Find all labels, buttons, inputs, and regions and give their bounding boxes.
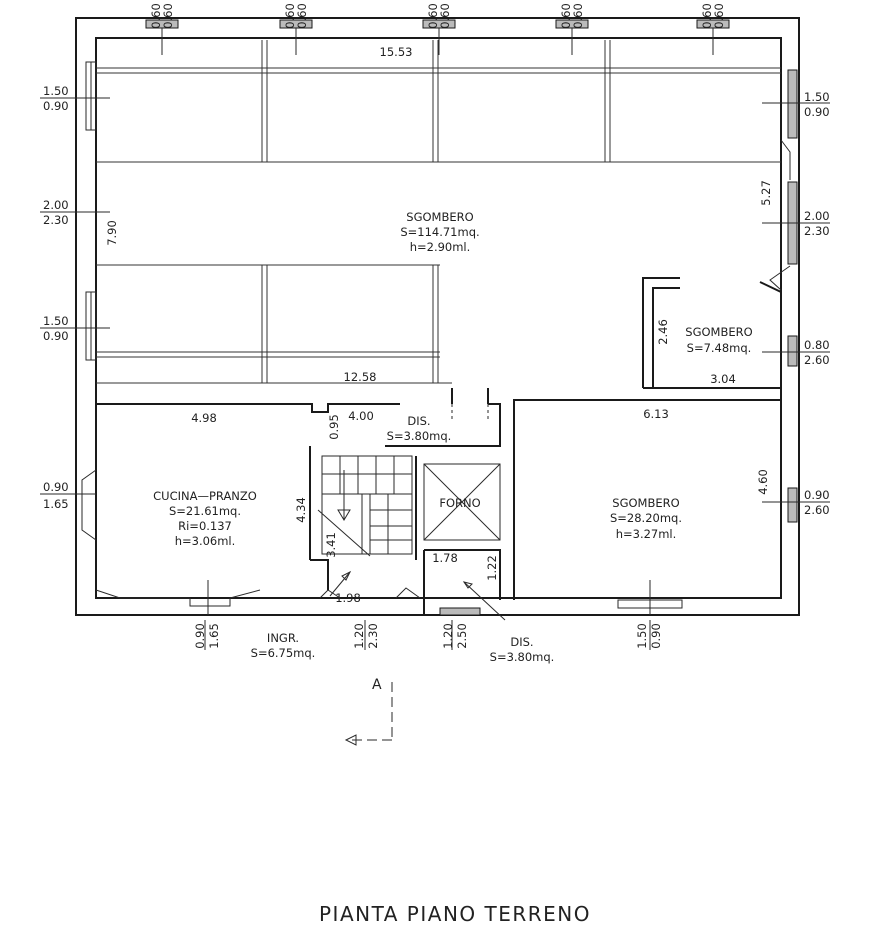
left-windows — [81, 61, 97, 541]
dim-stair-run: 3.41 — [324, 532, 338, 558]
dis-top-area: S=3.80mq. — [387, 429, 452, 443]
dim-dis-h: 0.95 — [327, 414, 341, 440]
win-top-3-a: 0.60 — [426, 3, 440, 29]
win-top-2-b: 0.60 — [295, 3, 309, 29]
dimension-lines — [40, 97, 830, 650]
win-top-1-a: 0.60 — [149, 3, 163, 29]
win-bottom-4-b: 0.90 — [649, 623, 663, 649]
win-left-1-b: 0.90 — [43, 99, 69, 113]
top-windows — [145, 19, 730, 55]
dis-bottom-area: S=3.80mq. — [490, 650, 555, 664]
sgombero-right-height: h=3.27ml. — [616, 527, 677, 541]
sgombero-large-name: SGOMBERO — [406, 210, 473, 224]
forno-name: FORNO — [439, 496, 480, 510]
dim-depth-left: 7.90 — [105, 220, 119, 246]
dim-dis-w: 4.00 — [348, 409, 374, 423]
dim-stair-h: 4.34 — [294, 497, 308, 523]
dim-right-w: 6.13 — [643, 407, 669, 421]
win-bottom-3-a: 1.20 — [441, 623, 455, 649]
sgombero-small-area: S=7.48mq. — [687, 341, 752, 355]
win-left-1-a: 1.50 — [43, 84, 69, 98]
cucina-height: h=3.06ml. — [175, 534, 236, 548]
beam-grid-top — [96, 40, 781, 163]
dim-dis2-h: 1.22 — [485, 555, 499, 581]
sgombero-right-name: SGOMBERO — [612, 496, 679, 510]
win-left-4-b: 1.65 — [43, 497, 69, 511]
win-bottom-4-a: 1.50 — [635, 623, 649, 649]
win-top-3-b: 0.60 — [438, 3, 452, 29]
win-right-2-b: 2.30 — [804, 224, 830, 238]
win-bottom-2-a: 1.20 — [352, 623, 366, 649]
cucina-area: S=21.61mq. — [169, 504, 241, 518]
cucina-window — [95, 580, 683, 616]
stairs — [317, 455, 413, 557]
sgombero-large-height: h=2.90ml. — [410, 240, 471, 254]
dim-small-room-w: 3.04 — [710, 372, 736, 386]
sgombero-small-name: SGOMBERO — [685, 325, 752, 339]
win-right-2-a: 2.00 — [804, 209, 830, 223]
dim-right-depth: 5.27 — [759, 180, 773, 206]
win-top-4-a: 0.60 — [559, 3, 573, 29]
dis-top-name: DIS. — [407, 414, 430, 428]
dim-mid-length: 12.58 — [344, 370, 377, 384]
win-right-4-a: 0.90 — [804, 488, 830, 502]
win-top-5-b: 0.60 — [712, 3, 726, 29]
cucina-name: CUCINA—PRANZO — [153, 489, 257, 503]
win-top-1-b: 0.60 — [161, 3, 175, 29]
win-left-4-a: 0.90 — [43, 480, 69, 494]
win-top-4-b: 0.60 — [571, 3, 585, 29]
cucina-ri: Ri=0.137 — [178, 519, 232, 533]
win-right-4-b: 2.60 — [804, 503, 830, 517]
beam-grid-middle — [96, 264, 452, 384]
sgombero-right-area: S=28.20mq. — [610, 511, 682, 525]
win-bottom-3-b: 2.50 — [455, 623, 469, 649]
section-marker — [344, 682, 393, 746]
right-windows — [769, 69, 798, 523]
plan-title: PIANTA PIANO TERRENO — [319, 902, 591, 926]
win-left-2-a: 2.00 — [43, 198, 69, 212]
win-left-3-a: 1.50 — [43, 314, 69, 328]
win-top-5-a: 0.60 — [700, 3, 714, 29]
win-left-2-b: 2.30 — [43, 213, 69, 227]
dim-top-length: 15.53 — [380, 45, 413, 59]
ingr-area: S=6.75mq. — [251, 646, 316, 660]
win-bottom-1-b: 1.65 — [207, 623, 221, 649]
dim-cucina-w: 4.98 — [191, 411, 217, 425]
dim-small-room-h: 2.46 — [656, 319, 670, 345]
door-marks — [329, 404, 506, 621]
win-right-1-a: 1.50 — [804, 90, 830, 104]
win-bottom-2-b: 2.30 — [366, 623, 380, 649]
small-room-walls — [642, 277, 782, 389]
forno-box — [423, 463, 501, 541]
win-top-2-a: 0.60 — [283, 3, 297, 29]
section-mark-label: A — [372, 677, 382, 693]
dim-ingr-w: 1.98 — [335, 591, 361, 605]
win-right-3-a: 0.80 — [804, 338, 830, 352]
ingr-name: INGR. — [267, 631, 299, 645]
sgombero-large-area: S=114.71mq. — [400, 225, 479, 239]
dim-forno-w: 1.78 — [432, 551, 458, 565]
win-right-3-b: 2.60 — [804, 353, 830, 367]
win-left-3-b: 0.90 — [43, 329, 69, 343]
lower-walls — [96, 388, 781, 615]
win-right-1-b: 0.90 — [804, 105, 830, 119]
dim-right-h: 4.60 — [756, 469, 770, 495]
dis-bottom-name: DIS. — [510, 635, 533, 649]
win-bottom-1-a: 0.90 — [193, 623, 207, 649]
